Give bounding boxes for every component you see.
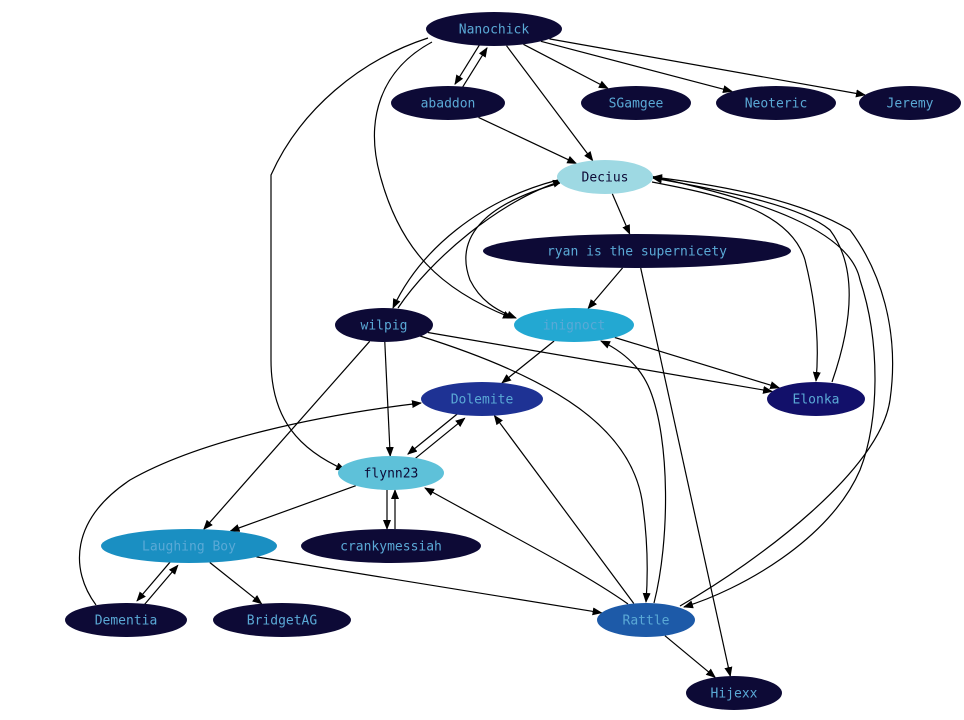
- node-label-dolemite: Dolemite: [451, 393, 514, 408]
- edge-laughingboy-to-dementia: [136, 559, 173, 602]
- node-bridgetag[interactable]: BridgetAG: [213, 603, 351, 637]
- edge-nanochick-to-neoteric: [540, 40, 733, 93]
- node-elonka[interactable]: Elonka: [767, 382, 865, 416]
- node-sgamgee[interactable]: SGamgee: [581, 86, 691, 120]
- edge-dolemite-to-flynn23: [407, 411, 461, 455]
- node-neoteric[interactable]: Neoteric: [716, 86, 836, 120]
- node-label-bridgetag: BridgetAG: [247, 614, 318, 629]
- edge-rattle-to-decius: [652, 174, 894, 607]
- node-shape-dementia: [65, 603, 187, 637]
- node-shape-abaddon: [391, 86, 505, 120]
- node-shape-laughingboy: [101, 529, 277, 563]
- node-shape-rattle: [597, 603, 695, 637]
- node-inignoct[interactable]: inignoct: [514, 308, 634, 342]
- edge-wilpig-to-rattle: [419, 335, 651, 603]
- edge-nanochick-to-decius: [506, 45, 594, 162]
- node-label-wilpig: wilpig: [361, 319, 408, 334]
- node-shape-flynn23: [338, 456, 444, 490]
- edge-ryan-to-inignoct: [587, 267, 624, 310]
- edge-wilpig-to-elonka: [427, 331, 774, 394]
- node-nanochick[interactable]: Nanochick: [426, 12, 562, 46]
- node-shape-crankymessiah: [301, 529, 481, 563]
- node-label-abaddon: abaddon: [421, 97, 476, 112]
- edge-decius-to-elonka: [651, 181, 821, 382]
- edge-laughingboy-to-bridgetag: [209, 562, 263, 605]
- node-flynn23[interactable]: flynn23: [338, 456, 444, 490]
- edge-rattle-to-dolemite: [493, 414, 635, 604]
- node-hijexx[interactable]: Hijexx: [686, 676, 782, 710]
- edge-nanochick-to-jeremy: [549, 38, 866, 98]
- node-decius[interactable]: Decius: [557, 160, 653, 194]
- node-label-laughingboy: Laughing Boy: [142, 540, 236, 555]
- node-shape-dolemite: [421, 382, 543, 416]
- edge-decius-to-rattle: [649, 175, 876, 609]
- node-ryan[interactable]: ryan is the supernicety: [483, 234, 791, 268]
- edge-decius-to-wilpig: [392, 179, 559, 309]
- node-shape-decius: [557, 160, 653, 194]
- edge-laughingboy-to-rattle: [256, 556, 603, 616]
- node-crankymessiah[interactable]: crankymessiah: [301, 529, 481, 563]
- node-label-ryan: ryan is the supernicety: [547, 245, 727, 260]
- edge-rattle-to-inignoct: [600, 340, 667, 604]
- edge-flynn23-to-dolemite: [412, 417, 466, 461]
- edge-dementia-to-dolemite: [78, 400, 422, 606]
- node-shape-nanochick: [426, 12, 562, 46]
- edge-elonka-to-decius: [652, 175, 850, 383]
- edge-decius-to-ryan: [611, 193, 631, 235]
- node-laughingboy[interactable]: Laughing Boy: [101, 529, 277, 563]
- edge-abaddon-to-decius: [478, 116, 578, 164]
- edge-inignoct-to-elonka: [614, 336, 781, 389]
- edge-ryan-to-hijexx: [640, 267, 733, 678]
- edge-inignoct-to-dolemite: [501, 340, 555, 384]
- edge-nanochick-to-abaddon: [454, 43, 481, 86]
- node-dolemite[interactable]: Dolemite: [421, 382, 543, 416]
- node-wilpig[interactable]: wilpig: [335, 308, 433, 342]
- node-shape-inignoct: [514, 308, 634, 342]
- node-dementia[interactable]: Dementia: [65, 603, 187, 637]
- edge-wilpig-to-laughingboy: [203, 340, 371, 530]
- node-label-elonka: Elonka: [793, 393, 840, 408]
- node-shape-elonka: [767, 382, 865, 416]
- node-label-neoteric: Neoteric: [745, 97, 808, 112]
- node-label-rattle: Rattle: [623, 614, 670, 629]
- edge-wilpig-to-flynn23: [384, 341, 394, 457]
- edge-nanochick-to-sgamgee: [523, 43, 609, 89]
- node-label-sgamgee: SGamgee: [609, 97, 664, 112]
- edges-layer: [78, 37, 894, 679]
- node-label-decius: Decius: [582, 171, 629, 186]
- edge-flynn23-to-laughingboy: [229, 485, 357, 532]
- edge-decius-to-inignoct: [465, 182, 561, 319]
- node-shape-wilpig: [335, 308, 433, 342]
- node-abaddon[interactable]: abaddon: [391, 86, 505, 120]
- edge-abaddon-to-nanochick: [461, 47, 488, 89]
- edge-dementia-to-laughingboy: [142, 564, 179, 607]
- node-label-nanochick: Nanochick: [459, 23, 530, 38]
- node-shape-sgamgee: [581, 86, 691, 120]
- node-jeremy[interactable]: Jeremy: [859, 86, 961, 120]
- node-label-crankymessiah: crankymessiah: [340, 540, 442, 555]
- edge-rattle-to-hijexx: [664, 635, 716, 679]
- node-rattle[interactable]: Rattle: [597, 603, 695, 637]
- nodes-layer: Nanochick abaddon SGamgee Neoteric JeremyDec…: [65, 12, 961, 710]
- node-shape-hijexx: [686, 676, 782, 710]
- node-shape-bridgetag: [213, 603, 351, 637]
- edge-rattle-to-flynn23: [424, 487, 629, 605]
- node-shape-jeremy: [859, 86, 961, 120]
- node-label-jeremy: Jeremy: [887, 97, 934, 112]
- node-shape-neoteric: [716, 86, 836, 120]
- edge-nanochick-to-inignoct: [373, 41, 513, 319]
- edge-nanochick-to-flynn23: [270, 37, 429, 471]
- node-label-dementia: Dementia: [95, 614, 158, 629]
- node-label-hijexx: Hijexx: [711, 687, 758, 702]
- node-shape-ryan: [483, 234, 791, 268]
- node-label-flynn23: flynn23: [364, 467, 419, 482]
- node-label-inignoct: inignoct: [543, 319, 606, 334]
